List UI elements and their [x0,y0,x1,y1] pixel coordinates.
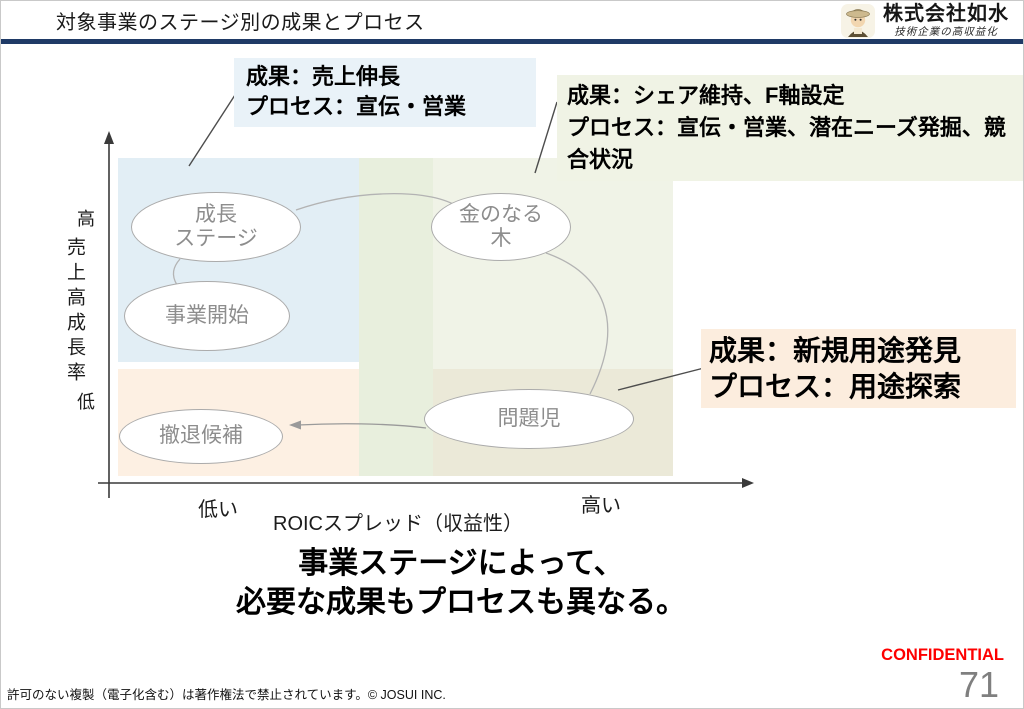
node-label: 問題児 [497,406,561,430]
node-label: 金のなる [459,202,543,226]
callout-process-text: プロセス：宣伝・営業 [246,94,467,120]
node-label: 事業開始 [165,303,249,327]
page-number: 71 [958,664,999,705]
callout-result-text: 成果：シェア維持、F軸設定 [567,83,845,108]
company-logo: 株式会社如水 技術企業の高収益化 [840,3,1009,39]
x-axis-title: ROICスプレッド（収益性） [273,513,523,535]
callout-growth-stage: 成果：売上伸長 プロセス：宣伝・営業 [234,58,536,127]
node-label: 撤退候補 [159,424,243,448]
header-divider [1,39,1023,44]
confidential-label: CONFIDENTIAL [881,646,1004,664]
logo-text: 株式会社如水 技術企業の高収益化 [883,3,1009,39]
y-axis-title: 売上高成長率 [64,237,85,387]
key-message: 事業ステージによって、 必要な成果もプロセスも異なる。 [151,544,771,622]
key-message-line1: 事業ステージによって、 [298,547,624,580]
node-growth-stage: 成長 ステージ [131,192,301,262]
y-axis-low-label: 低 [77,392,95,412]
quadrant-high-growth-high-roic [433,158,673,369]
node-label: 成長 [195,202,237,226]
node-problem-child: 問題児 [424,389,634,449]
y-axis [104,131,114,498]
mascot-icon [841,4,875,38]
company-tagline: 技術企業の高収益化 [894,26,998,38]
x-axis-low-label: 低い [198,499,238,521]
copyright-text: 許可のない複製（電子化含む）は著作権法で禁止されています。© JOSUI INC… [7,688,446,702]
callout-new-use-discovery: 成果：新規用途発見 プロセス：用途探索 [701,329,1016,409]
callout-process-text: プロセス：用途探索 [709,370,962,402]
x-axis-high-label: 高い [581,495,621,517]
key-message-line2: 必要な成果もプロセスも異なる。 [236,586,686,619]
node-withdrawal-candidate: 撤退候補 [119,409,283,464]
node-label: ステージ [174,227,258,250]
slide-title: 対象事業のステージ別の成果とプロセス [56,12,425,34]
x-axis [98,478,754,488]
quadrant-middle-band [359,158,433,476]
leader-line-growth-callout [188,94,236,167]
node-business-start: 事業開始 [124,281,290,351]
company-name: 株式会社如水 [883,1,1009,25]
callout-result-text: 成果：新規用途発見 [709,335,962,366]
y-axis-high-label: 高 [77,209,95,229]
callout-result-text: 成果：売上伸長 [246,64,401,89]
node-label: 木 [490,227,512,250]
x-axis-arrowhead [742,478,754,488]
node-cash-cow: 金のなる 木 [431,193,571,261]
callout-share-maintenance: 成果：シェア維持、F軸設定 プロセス：宣伝・営業、潜在ニーズ発掘、競合状況 [557,75,1023,181]
callout-process-text: プロセス：宣伝・営業、潜在ニーズ発掘、競合状況 [567,114,1006,172]
y-axis-arrowhead [104,131,114,144]
